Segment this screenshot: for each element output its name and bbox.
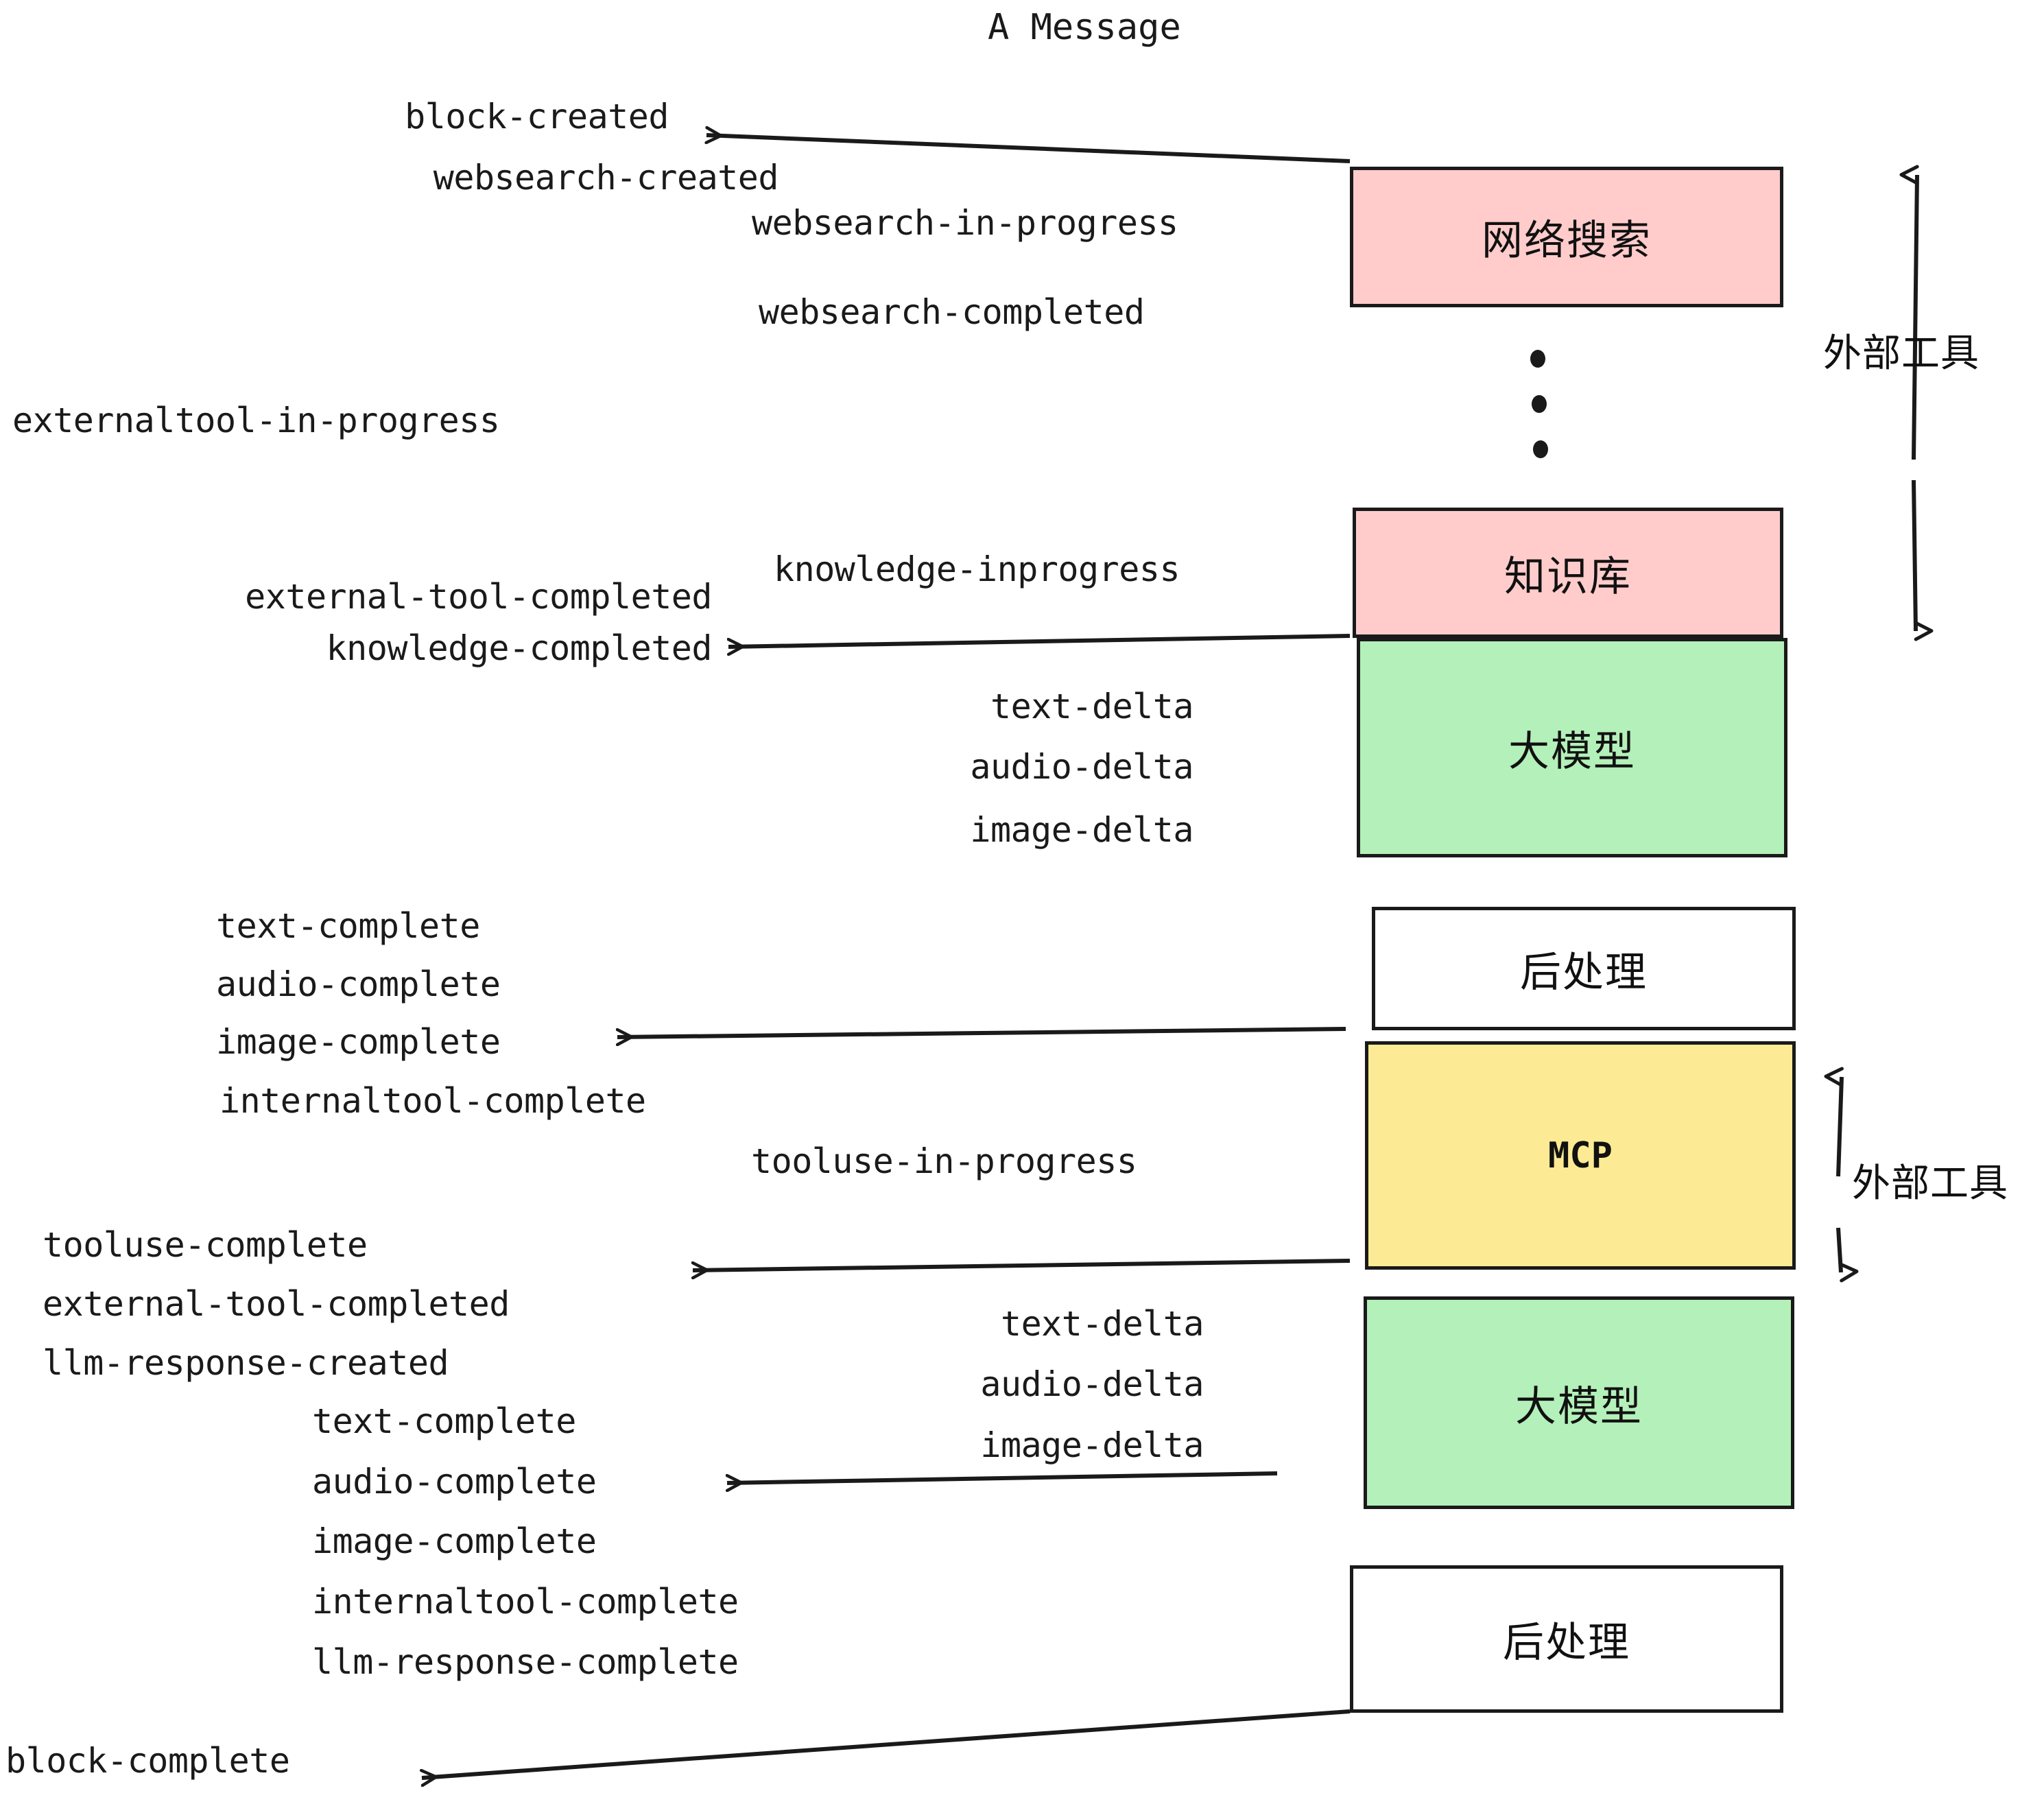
node-websearch[interactable]: 网络搜索 bbox=[1350, 167, 1783, 307]
node-knowledge[interactable]: 知识库 bbox=[1353, 508, 1783, 638]
event-audio-complete-1: audio-complete bbox=[216, 964, 501, 1004]
arrow-post-bottom-to-block-complete bbox=[422, 1709, 1351, 1778]
event-llm-response-complete: llm-response-complete bbox=[312, 1642, 739, 1682]
event-websearch-completed: websearch-completed bbox=[759, 292, 1145, 332]
event-externaltool-in-progress: externaltool-in-progress bbox=[12, 401, 500, 440]
event-image-delta-1: image-delta bbox=[970, 810, 1193, 850]
event-internaltool-complete-2: internaltool-complete bbox=[312, 1582, 739, 1622]
event-text-delta-1: text-delta bbox=[990, 687, 1194, 726]
node-postprocess-bottom[interactable]: 后处理 bbox=[1350, 1565, 1783, 1713]
node-postprocess-top[interactable]: 后处理 bbox=[1372, 907, 1796, 1030]
node-websearch-label: 网络搜索 bbox=[1482, 217, 1652, 265]
ellipsis-dot-3 bbox=[1533, 440, 1548, 458]
page-title: A Message bbox=[988, 7, 1181, 48]
arrow-external-tools-bottom-up bbox=[1824, 1067, 1844, 1177]
event-image-delta-2: image-delta bbox=[980, 1425, 1204, 1465]
arrow-mcp-to-tooluse-complete bbox=[693, 1259, 1351, 1270]
event-knowledge-completed: knowledge-completed bbox=[326, 628, 713, 668]
node-postprocess-bottom-label: 后处理 bbox=[1503, 1619, 1630, 1667]
side-label-external-tools-bottom: 外部工具 bbox=[1852, 1161, 2008, 1206]
event-block-created: block-created bbox=[405, 97, 669, 137]
arrow-knowledge-to-completed bbox=[728, 634, 1351, 647]
event-audio-delta-1: audio-delta bbox=[970, 747, 1193, 787]
event-llm-response-created: llm-response-created bbox=[43, 1343, 449, 1383]
event-image-complete-2: image-complete bbox=[312, 1521, 597, 1561]
event-external-tool-completed-1: external-tool-completed bbox=[245, 577, 712, 617]
event-block-complete: block-complete bbox=[5, 1741, 290, 1781]
side-label-external-tools-top: 外部工具 bbox=[1823, 331, 1980, 376]
event-knowledge-inprogress: knowledge-inprogress bbox=[774, 549, 1180, 589]
node-llm-bottom[interactable]: 大模型 bbox=[1364, 1296, 1794, 1509]
event-text-complete-2: text-complete bbox=[312, 1401, 576, 1441]
event-image-complete-1: image-complete bbox=[216, 1022, 501, 1062]
event-audio-delta-2: audio-delta bbox=[980, 1364, 1204, 1404]
event-internaltool-complete-1: internaltool-complete bbox=[219, 1081, 646, 1121]
arrow-llm-bottom-to-audio-complete bbox=[727, 1471, 1278, 1483]
ellipsis-dot-1 bbox=[1530, 350, 1545, 368]
event-websearch-created: websearch-created bbox=[433, 158, 779, 198]
node-llm-top[interactable]: 大模型 bbox=[1357, 638, 1787, 857]
event-external-tool-completed-2: external-tool-completed bbox=[43, 1284, 510, 1324]
ellipsis-dot-2 bbox=[1532, 395, 1547, 413]
arrow-websearch-to-created bbox=[706, 135, 1351, 163]
node-postprocess-top-label: 后处理 bbox=[1520, 948, 1648, 997]
node-llm-bottom-label: 大模型 bbox=[1515, 1382, 1643, 1431]
node-llm-top-label: 大模型 bbox=[1508, 727, 1636, 776]
node-mcp[interactable]: MCP bbox=[1365, 1041, 1796, 1270]
event-websearch-in-progress: websearch-in-progress bbox=[752, 203, 1178, 243]
event-tooluse-complete: tooluse-complete bbox=[43, 1225, 368, 1265]
node-mcp-label: MCP bbox=[1548, 1135, 1613, 1176]
arrow-post-top-to-image-complete bbox=[617, 1027, 1346, 1037]
arrow-external-tools-top-down bbox=[1912, 479, 1934, 641]
arrow-external-tools-bottom-down bbox=[1836, 1227, 1859, 1283]
event-audio-complete-2: audio-complete bbox=[312, 1462, 597, 1502]
arrow-external-tools-top-up bbox=[1899, 165, 1919, 460]
node-knowledge-label: 知识库 bbox=[1504, 552, 1632, 601]
event-text-delta-2: text-delta bbox=[1000, 1304, 1204, 1344]
event-tooluse-in-progress: tooluse-in-progress bbox=[751, 1141, 1137, 1181]
event-text-complete-1: text-complete bbox=[216, 906, 480, 946]
